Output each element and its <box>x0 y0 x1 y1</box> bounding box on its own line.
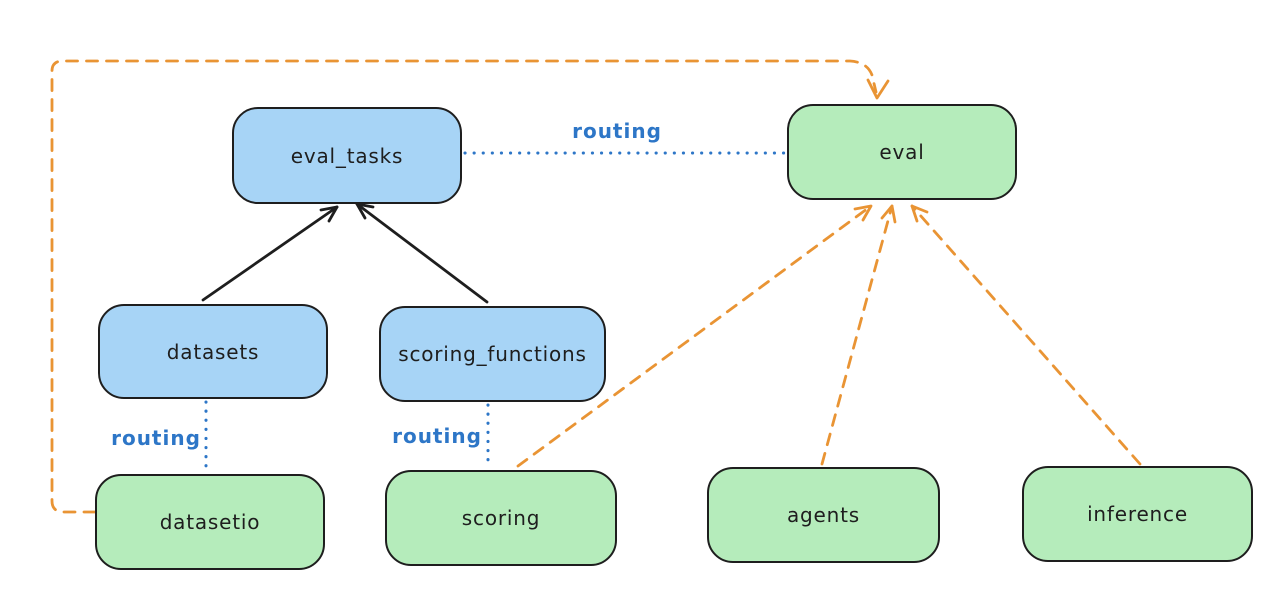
edge-scoring-to-eval <box>516 204 873 468</box>
node-scoring: scoring <box>385 470 617 566</box>
edge-scoring-to-eval-arrowhead <box>853 204 873 222</box>
edge-agents-to-eval-arrowhead <box>880 204 897 224</box>
node-agents: agents <box>707 467 940 563</box>
node-datasetio: datasetio <box>95 474 325 570</box>
node-inference-label: inference <box>1087 502 1188 526</box>
node-scoring-functions: scoring_functions <box>379 306 606 402</box>
node-eval-tasks-label: eval_tasks <box>290 143 404 168</box>
edge-agents-to-eval <box>820 204 894 466</box>
edge-datasetio-to-eval <box>50 59 878 514</box>
node-scoring-label: scoring <box>461 506 541 530</box>
node-scoring-functions-label: scoring_functions <box>398 342 587 366</box>
edge-label-routing-datasets: routing <box>111 426 201 450</box>
node-eval: eval <box>787 104 1017 200</box>
node-datasets-label: datasets <box>166 339 260 364</box>
node-agents-label: agents <box>787 503 860 527</box>
edge-datasets-to-eval-tasks <box>201 205 339 302</box>
provider-links <box>50 59 1142 514</box>
edge-scoring-functions-to-eval-tasks <box>355 202 489 304</box>
edge-inference-to-eval <box>910 204 1142 466</box>
node-eval-tasks: eval_tasks <box>232 107 462 204</box>
node-datasets: datasets <box>98 304 328 399</box>
edge-datasetio-to-eval-arrowhead <box>866 78 890 100</box>
routing-links <box>204 151 787 473</box>
node-inference: inference <box>1022 466 1253 562</box>
edge-inference-to-eval-arrowhead <box>910 204 929 223</box>
node-eval-label: eval <box>879 140 925 164</box>
node-datasetio-label: datasetio <box>159 510 261 534</box>
edge-label-routing-scoring: routing <box>392 424 482 448</box>
edge-label-routing-top: routing <box>572 119 662 143</box>
